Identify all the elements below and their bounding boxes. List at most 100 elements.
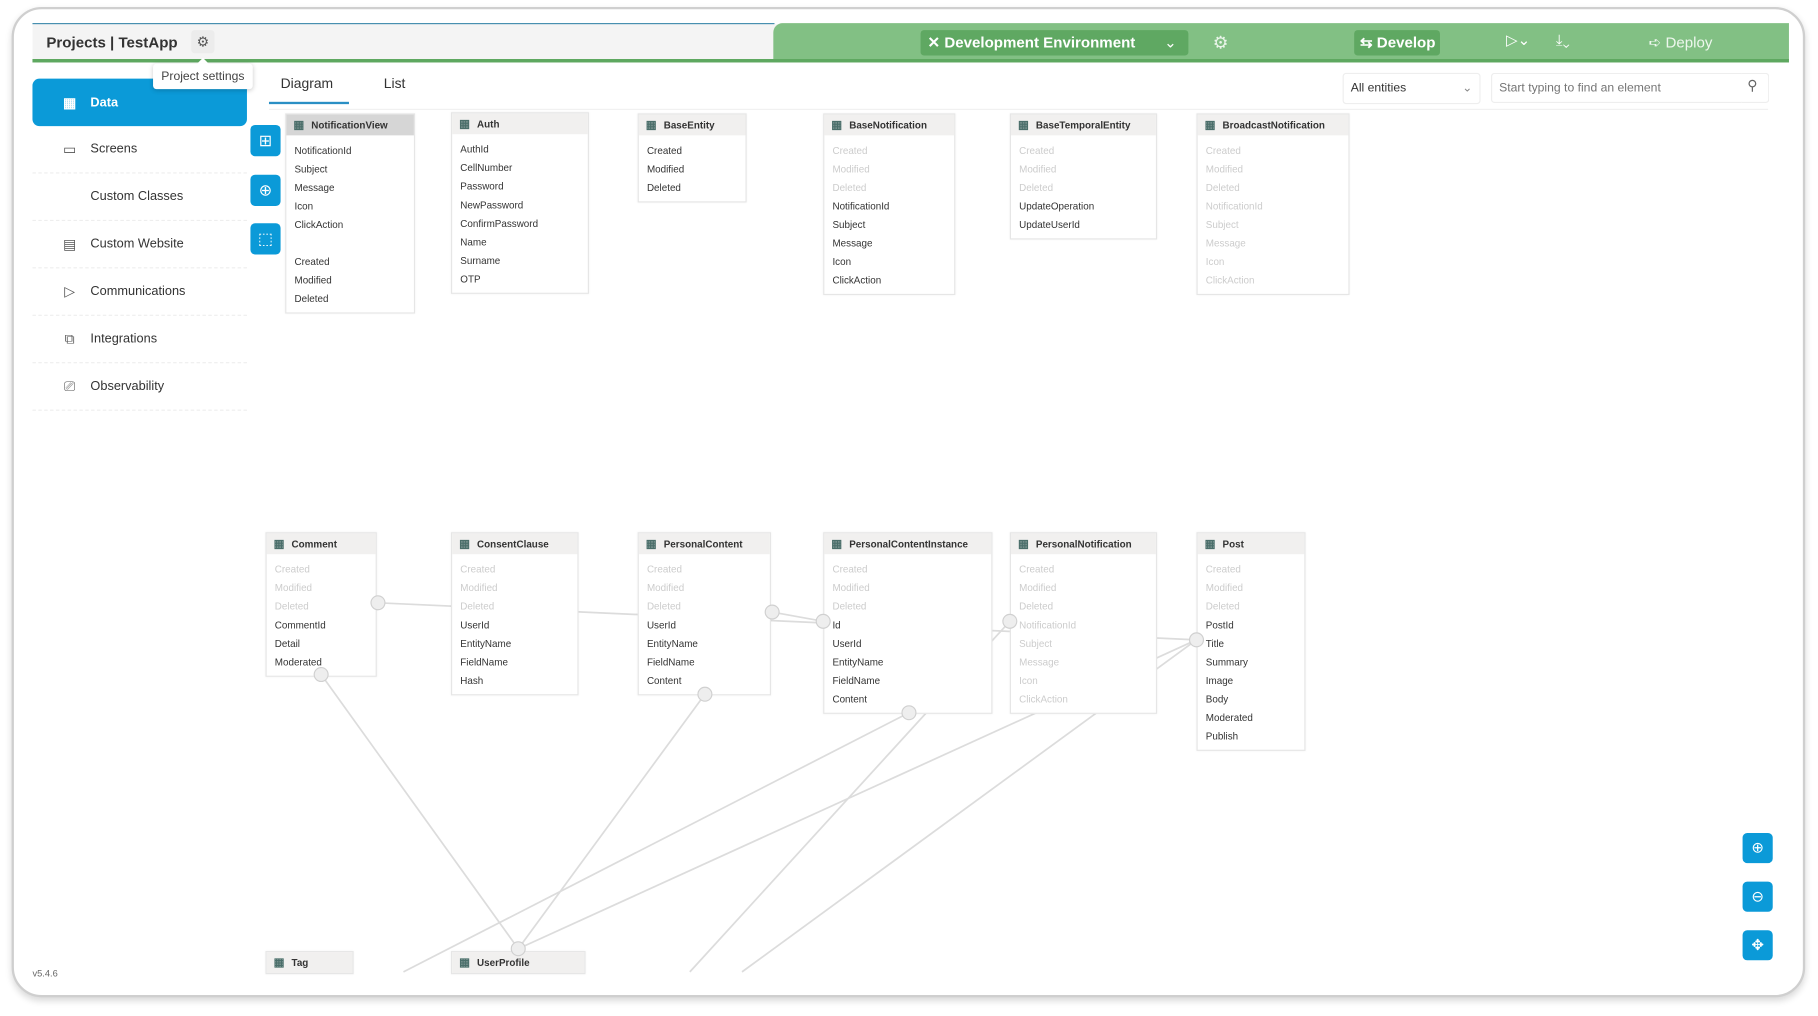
zoom-out-icon[interactable]: ⊖ <box>1742 881 1773 912</box>
sidebar-item-custom-classes[interactable]: Custom Classes <box>32 174 247 221</box>
entity-field[interactable]: NotificationId <box>832 200 890 212</box>
entity-field[interactable]: Deleted <box>274 600 309 613</box>
entity-header[interactable]: ▦BaseNotification <box>824 114 955 136</box>
entity-header[interactable]: ▦UserProfile <box>452 952 585 974</box>
entity-header[interactable]: ▦Post <box>1197 533 1305 555</box>
entity-field[interactable]: Publish <box>1205 730 1239 742</box>
entity-field[interactable]: NotificationId <box>1019 618 1077 631</box>
entity-field[interactable]: ConfirmPassword <box>460 217 539 230</box>
entity-field[interactable]: Created <box>1019 563 1055 576</box>
search-input[interactable] <box>1490 72 1742 103</box>
entity-field[interactable]: Created <box>832 144 868 157</box>
entity-field[interactable]: Body <box>1205 693 1229 705</box>
entity-field[interactable]: Created <box>1205 563 1241 576</box>
entity-field[interactable]: Subject <box>1019 637 1052 650</box>
entity-field[interactable]: Message <box>832 237 873 249</box>
entity-field[interactable]: Deleted <box>646 181 681 194</box>
entity-field[interactable]: UserId <box>646 618 676 631</box>
entity-field[interactable]: Modified <box>1205 163 1244 175</box>
entity-tag[interactable]: ▦Tag <box>265 951 354 975</box>
entity-field[interactable]: Content <box>832 693 867 705</box>
entity-header[interactable]: ▦ConsentClause <box>452 533 578 555</box>
entity-field[interactable]: EntityName <box>832 656 884 668</box>
entity-header[interactable]: ▦Comment <box>266 533 376 555</box>
entity-field[interactable]: Deleted <box>646 600 681 613</box>
entity-field[interactable]: Subject <box>832 218 866 231</box>
environment-settings-icon[interactable]: ⚙ <box>1212 33 1229 54</box>
entity-field[interactable]: Hash <box>460 674 484 687</box>
entity-header[interactable]: ▦PersonalNotification <box>1010 533 1156 555</box>
entity-header[interactable]: ▦BroadcastNotification <box>1197 114 1349 136</box>
entity-field[interactable]: Message <box>1205 237 1246 249</box>
entity-field[interactable]: Deleted <box>1019 600 1054 613</box>
entity-field[interactable]: CommentId <box>274 618 326 631</box>
entity-field[interactable]: Modified <box>646 163 685 175</box>
tab-diagram[interactable]: Diagram <box>280 75 334 92</box>
entity-field[interactable]: Modified <box>460 581 498 594</box>
entity-header[interactable]: ▦PersonalContentInstance <box>824 533 992 555</box>
entity-field[interactable]: Deleted <box>294 292 329 305</box>
entity-field[interactable]: UpdateUserId <box>1019 218 1080 231</box>
entity-field[interactable]: Created <box>274 563 310 576</box>
sidebar-item-communications[interactable]: ▷Communications <box>32 268 247 316</box>
entity-field[interactable]: EntityName <box>460 637 512 650</box>
deploy-button[interactable]: ➪ Deploy <box>1649 34 1713 53</box>
entity-field[interactable]: Id <box>832 618 841 631</box>
entity-userprofile[interactable]: ▦UserProfile <box>451 951 586 975</box>
search-icon[interactable]: ⚲ <box>1747 77 1758 94</box>
entity-field[interactable]: EntityName <box>646 637 698 650</box>
entity-field[interactable]: Icon <box>1019 674 1038 687</box>
entity-field[interactable]: ClickAction <box>1019 693 1068 705</box>
entity-field[interactable]: Icon <box>1205 255 1225 268</box>
tab-list[interactable]: List <box>383 75 406 92</box>
entity-header[interactable]: ▦NotificationView <box>286 114 414 136</box>
entity-field[interactable]: Created <box>294 255 330 268</box>
entity-field[interactable]: FieldName <box>646 656 695 668</box>
entity-field[interactable]: Icon <box>294 200 314 212</box>
entity-field[interactable]: Modified <box>832 163 870 175</box>
entity-field[interactable]: Moderated <box>274 656 322 668</box>
entity-field[interactable]: Content <box>646 674 682 687</box>
entity-field[interactable]: Message <box>1019 656 1060 668</box>
entity-field[interactable]: Modified <box>646 581 685 594</box>
entity-field[interactable]: Created <box>832 563 868 576</box>
zoom-in-icon[interactable]: ⊕ <box>1742 833 1773 864</box>
add-view-icon[interactable]: ⬚ <box>250 223 281 255</box>
entity-field[interactable]: Modified <box>1019 163 1057 175</box>
sidebar-item-integrations[interactable]: ⧉Integrations <box>32 316 247 364</box>
entity-field[interactable]: NotificationId <box>294 144 352 157</box>
fit-to-screen-icon[interactable]: ✥ <box>1742 930 1773 961</box>
entity-field[interactable]: ClickAction <box>832 274 882 286</box>
entity-field[interactable]: Icon <box>832 255 852 268</box>
entity-field[interactable]: Deleted <box>1019 181 1054 194</box>
entity-field[interactable]: Message <box>294 181 335 194</box>
entity-field[interactable]: AuthId <box>460 143 489 156</box>
entity-field[interactable]: Created <box>646 144 683 157</box>
entity-field[interactable]: Modified <box>1205 581 1244 594</box>
entity-field[interactable]: UpdateOperation <box>1019 200 1095 212</box>
entity-field[interactable]: PostId <box>1205 618 1234 631</box>
entity-header[interactable]: ▦BaseEntity <box>638 114 746 136</box>
entity-field[interactable]: UserId <box>460 618 490 631</box>
entity-field[interactable]: Image <box>1205 674 1234 687</box>
entity-field[interactable]: FieldName <box>832 674 881 687</box>
entity-field[interactable]: NewPassword <box>460 199 524 211</box>
entity-header[interactable]: ▦PersonalContent <box>638 533 770 555</box>
add-entity-icon[interactable]: ⊞ <box>250 124 281 157</box>
entity-field[interactable]: Deleted <box>460 600 495 613</box>
entity-field[interactable]: Modified <box>1019 581 1057 594</box>
entity-field[interactable] <box>294 234 413 253</box>
entity-header[interactable]: ▦Tag <box>266 952 353 974</box>
entity-field[interactable]: ClickAction <box>294 218 344 231</box>
entity-header[interactable]: ▦BaseTemporalEntity <box>1010 114 1156 136</box>
environment-dropdown[interactable]: ✕ Development Environment⌄ <box>920 30 1189 56</box>
entity-field[interactable]: Modified <box>832 581 870 594</box>
